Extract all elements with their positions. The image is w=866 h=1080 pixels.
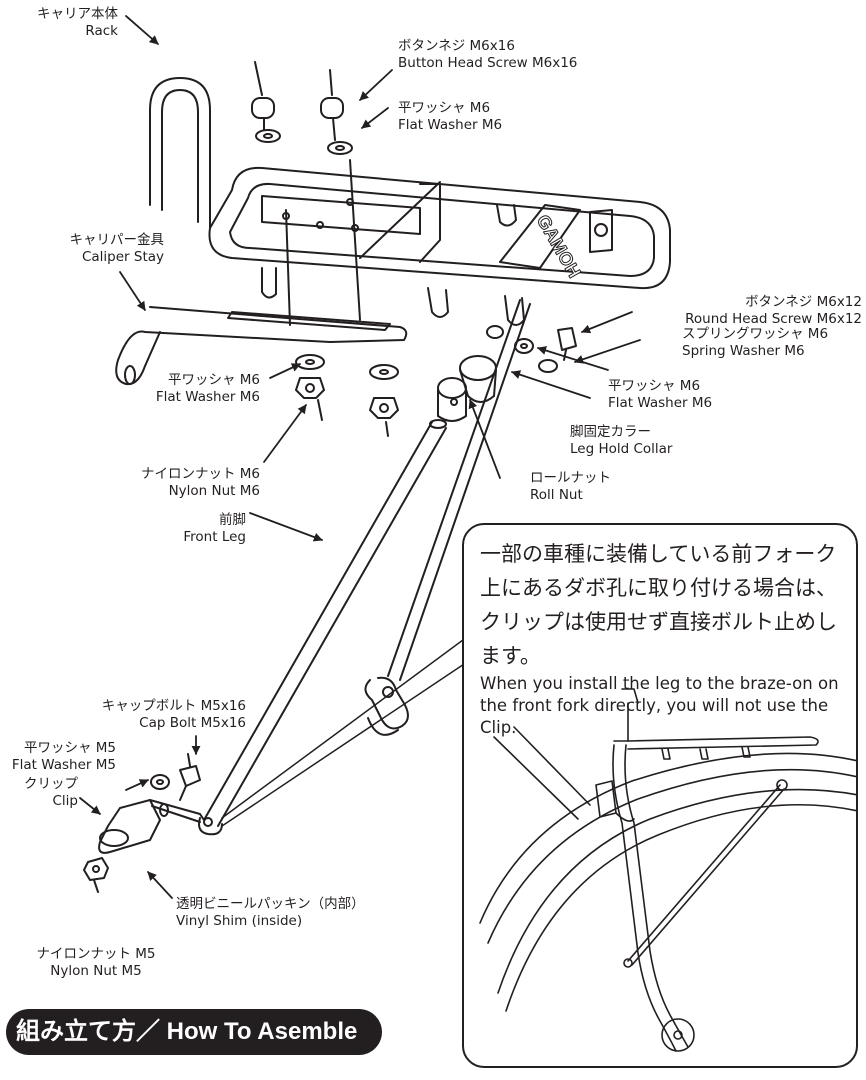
label-rack: キャリア本体 Rack	[18, 6, 118, 40]
label-button-screw-jp: ボタンネジ M6x16	[398, 38, 515, 54]
label-nylon-nut-m5: ナイロンナット M5 Nylon Nut M5	[28, 946, 164, 980]
label-flat-washer-top: 平ワッシャ M6 Flat Washer M6	[398, 100, 502, 134]
page-title: 組み立て方／ How To Asemble	[6, 1009, 382, 1055]
label-clip: クリップ Clip	[4, 776, 78, 810]
top-fastener-stack	[251, 61, 361, 326]
label-flat-washer-top-jp: 平ワッシャ M6	[398, 100, 491, 116]
label-nylon-nut-m6-jp: ナイロンナット M6	[140, 466, 260, 482]
label-round-screw: ボタンネジ M6x12 Round Head Screw M6x12	[640, 294, 862, 328]
label-cap-bolt-jp: キャップボルト M5x16	[101, 698, 246, 714]
fork-mount-inset	[479, 688, 858, 1052]
label-round-screw-en: Round Head Screw M6x12	[685, 311, 862, 327]
label-rack-jp: キャリア本体	[37, 6, 118, 22]
label-cap-bolt-en: Cap Bolt M5x16	[139, 715, 246, 731]
label-front-leg-en: Front Leg	[183, 529, 246, 545]
label-vinyl-shim-jp: 透明ビニールパッキン（内部）	[176, 896, 365, 912]
label-front-leg: 前脚 Front Leg	[150, 512, 246, 546]
label-vinyl-shim: 透明ビニールパッキン（内部） Vinyl Shim (inside)	[176, 896, 365, 930]
label-button-screw: ボタンネジ M6x16 Button Head Screw M6x16	[398, 38, 577, 72]
lower-fastener-stack	[295, 354, 399, 437]
label-rack-en: Rack	[85, 23, 118, 39]
label-clip-jp: クリップ	[24, 776, 78, 792]
label-nylon-nut-m6-en: Nylon Nut M6	[168, 483, 260, 499]
label-roll-nut: ロールナット Roll Nut	[530, 470, 611, 504]
label-flat-washer-right-en: Flat Washer M6	[608, 395, 713, 411]
label-front-leg-jp: 前脚	[219, 512, 246, 528]
label-vinyl-shim-en: Vinyl Shim (inside)	[176, 913, 303, 929]
label-flat-washer-m5: 平ワッシャ M5 Flat Washer M5	[10, 740, 116, 774]
front-leg-illustration	[198, 299, 531, 836]
label-flat-washer-top-en: Flat Washer M6	[398, 117, 503, 133]
label-roll-nut-en: Roll Nut	[530, 487, 583, 503]
label-nylon-nut-m6: ナイロンナット M6 Nylon Nut M6	[110, 466, 260, 500]
label-spring-washer: スプリングワッシャ M6 Spring Washer M6	[682, 326, 828, 360]
label-leg-collar-en: Leg Hold Collar	[570, 441, 673, 457]
install-note-box: 一部の車種に装備している前フォーク上にあるダボ孔に取り付ける場合は、クリップは使…	[462, 523, 858, 1068]
label-leg-collar-jp: 脚固定カラー	[570, 424, 651, 440]
label-flat-washer-left: 平ワッシャ M6 Flat Washer M6	[130, 372, 260, 406]
leader-arrows	[79, 15, 641, 899]
label-caliper-stay: キャリパー金具 Caliper Stay	[40, 232, 165, 266]
label-caliper-stay-jp: キャリパー金具	[69, 232, 165, 248]
label-flat-washer-m5-jp: 平ワッシャ M5	[23, 740, 116, 756]
install-note-jp: 一部の車種に装備している前フォーク上にあるダボ孔に取り付ける場合は、クリップは使…	[480, 542, 837, 668]
label-cap-bolt: キャップボルト M5x16 Cap Bolt M5x16	[40, 698, 246, 732]
label-flat-washer-right-jp: 平ワッシャ M6	[608, 378, 701, 394]
label-roll-nut-jp: ロールナット	[530, 470, 611, 486]
label-caliper-stay-en: Caliper Stay	[81, 249, 164, 265]
label-leg-collar: 脚固定カラー Leg Hold Collar	[570, 424, 672, 458]
label-nylon-nut-m5-jp: ナイロンナット M5	[36, 946, 156, 962]
label-spring-washer-jp: スプリングワッシャ M6	[682, 326, 829, 342]
label-spring-washer-en: Spring Washer M6	[682, 343, 805, 359]
label-flat-washer-left-en: Flat Washer M6	[155, 389, 260, 405]
label-flat-washer-m5-en: Flat Washer M5	[11, 757, 116, 773]
right-fastener-stack	[437, 325, 577, 422]
label-clip-en: Clip	[52, 793, 79, 809]
label-flat-washer-left-jp: 平ワッシャ M6	[167, 372, 260, 388]
clip-illustration	[83, 753, 205, 893]
label-round-screw-jp: ボタンネジ M6x12	[745, 294, 862, 310]
label-button-screw-en: Button Head Screw M6x16	[398, 55, 578, 71]
caliper-stay-illustration	[115, 306, 408, 386]
label-flat-washer-right: 平ワッシャ M6 Flat Washer M6	[608, 378, 712, 412]
label-nylon-nut-m5-en: Nylon Nut M5	[50, 963, 142, 979]
install-note-en: When you install the leg to the braze-on…	[480, 674, 839, 737]
